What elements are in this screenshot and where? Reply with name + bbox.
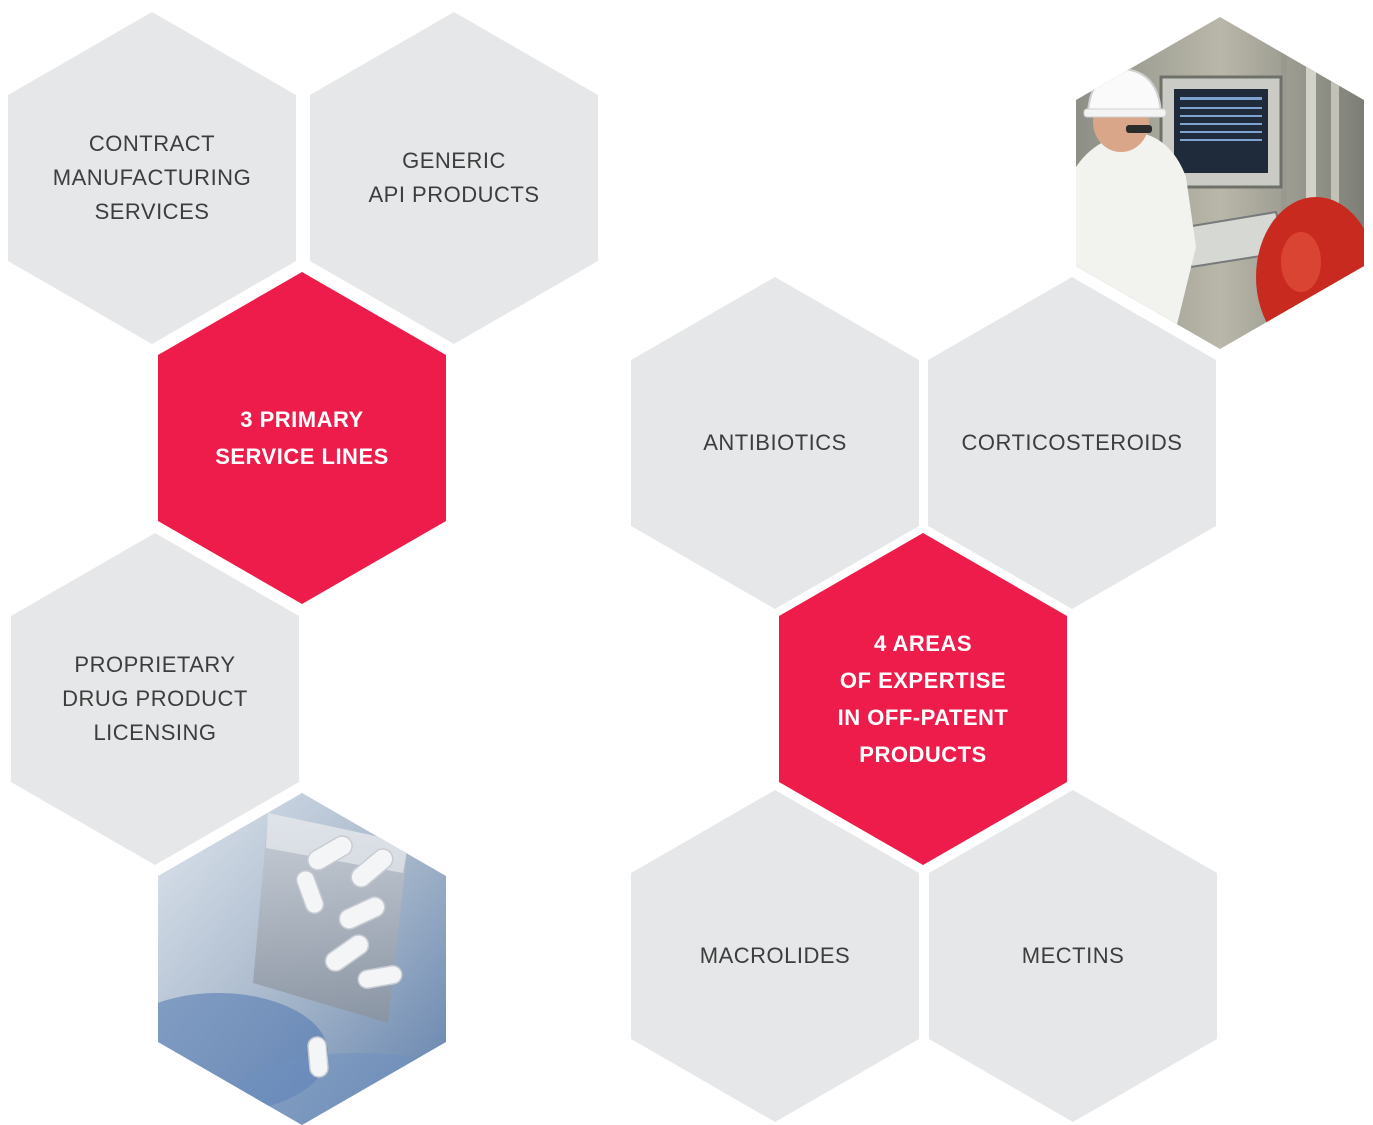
contract-manufacturing-label: CONTRACT MANUFACTURING SERVICES: [53, 127, 251, 229]
hex-macrolides: MACROLIDES: [631, 790, 919, 1122]
label-line: GENERIC: [402, 148, 506, 173]
hex-mectins: MECTINS: [929, 790, 1217, 1122]
label-line: SERVICES: [94, 199, 210, 224]
areas-of-expertise-label: 4 AREAS OF EXPERTISE IN OFF-PATENT PRODU…: [838, 625, 1009, 773]
antibiotics-label: ANTIBIOTICS: [703, 426, 847, 460]
label-line: LICENSING: [93, 720, 217, 745]
label-line: SERVICE LINES: [215, 444, 389, 469]
label-line: CONTRACT: [88, 131, 216, 156]
label-line: IN OFF-PATENT: [837, 705, 1009, 730]
hex-primary-service-lines: 3 PRIMARY SERVICE LINES: [158, 272, 446, 604]
label-line: PRODUCTS: [859, 742, 987, 767]
hex-contract-manufacturing: CONTRACT MANUFACTURING SERVICES: [8, 12, 296, 344]
hex-areas-of-expertise: 4 AREAS OF EXPERTISE IN OFF-PATENT PRODU…: [779, 533, 1067, 865]
label-line: MACROLIDES: [699, 943, 851, 968]
hex-generic-api: GENERIC API PRODUCTS: [310, 12, 598, 344]
factory-operator-photo: [1076, 17, 1364, 349]
label-line: CORTICOSTEROIDS: [961, 430, 1183, 455]
label-line: MANUFACTURING: [52, 165, 252, 190]
label-line: ANTIBIOTICS: [703, 430, 847, 455]
label-line: MECTINS: [1021, 943, 1125, 968]
corticosteroids-label: CORTICOSTEROIDS: [961, 426, 1182, 460]
hex-proprietary-licensing: PROPRIETARY DRUG PRODUCT LICENSING: [11, 533, 299, 865]
label-line: 4 AREAS: [873, 631, 973, 656]
factory-photo-illustration: [1076, 17, 1364, 349]
hex-antibiotics: ANTIBIOTICS: [631, 277, 919, 609]
primary-service-lines-label: 3 PRIMARY SERVICE LINES: [215, 401, 389, 475]
label-line: DRUG PRODUCT: [62, 686, 248, 711]
pills-bag-photo: [158, 793, 446, 1125]
proprietary-licensing-label: PROPRIETARY DRUG PRODUCT LICENSING: [62, 648, 248, 750]
label-line: OF EXPERTISE: [839, 668, 1007, 693]
label-line: API PRODUCTS: [368, 182, 540, 207]
pills-photo-illustration: [158, 793, 446, 1125]
hex-corticosteroids: CORTICOSTEROIDS: [928, 277, 1216, 609]
label-line: PROPRIETARY: [74, 652, 236, 677]
macrolides-label: MACROLIDES: [700, 939, 850, 973]
label-line: 3 PRIMARY: [240, 407, 364, 432]
mectins-label: MECTINS: [1022, 939, 1125, 973]
generic-api-label: GENERIC API PRODUCTS: [368, 144, 539, 212]
